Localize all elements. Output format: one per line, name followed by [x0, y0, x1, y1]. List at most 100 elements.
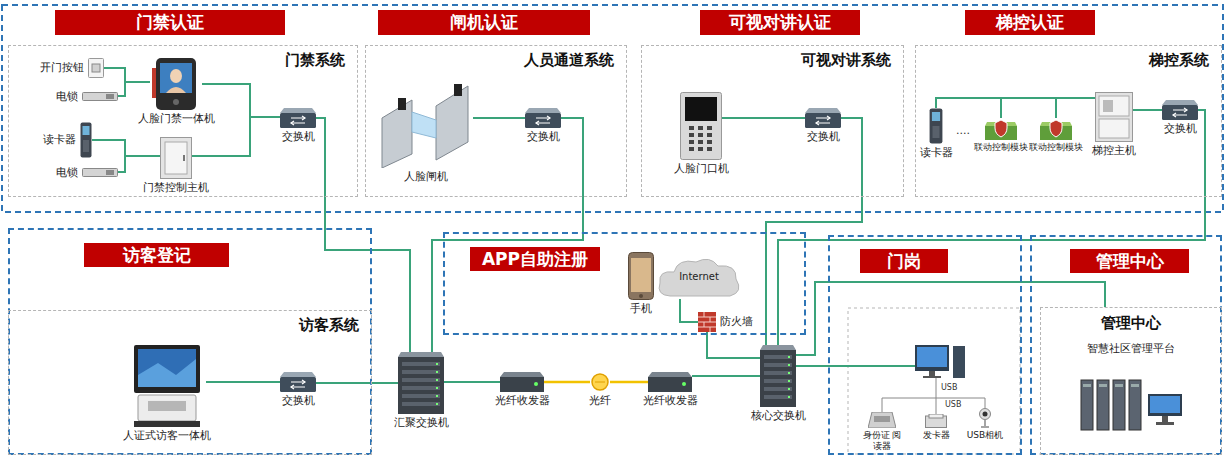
- device-label: 电锁: [56, 90, 78, 103]
- pc-tower: [953, 346, 965, 378]
- lift-icon: [1095, 92, 1133, 142]
- drawing-part: [933, 126, 940, 138]
- reader-icon: [80, 122, 92, 158]
- system-panel: 可视对讲系统人脸门口机交换机: [641, 45, 904, 197]
- drawing-part: [156, 58, 196, 110]
- drawing-part: [1150, 396, 1180, 413]
- system-panel: 门禁系统开门按钮电锁人脸门禁一体机读卡器电锁门禁控制主机交换机: [8, 45, 358, 197]
- drawing-part: [1081, 380, 1093, 430]
- drawing-part: [788, 396, 790, 398]
- banner-text: 门禁认证: [136, 11, 204, 34]
- device-node: 交换机: [805, 108, 841, 128]
- drawing-part: [402, 386, 440, 390]
- drawing-part: [280, 372, 316, 377]
- drawing-part: [1148, 394, 1182, 416]
- drawing-part: [89, 59, 104, 78]
- drawing-part: [764, 395, 792, 399]
- device-label: 光纤收发器: [643, 394, 698, 407]
- network-link: [104, 68, 150, 82]
- drawing-part: [631, 258, 651, 292]
- drawing-part: [160, 63, 192, 93]
- drawing-part: [83, 126, 90, 135]
- drawing-part: [698, 126, 703, 130]
- drawing-part: [682, 382, 686, 386]
- drawing-part: [764, 363, 792, 367]
- drawing-part: [402, 394, 440, 398]
- drawing-part: [707, 126, 712, 130]
- device-label: Internet: [656, 271, 742, 283]
- drawing-part: [698, 312, 716, 332]
- drawing-part: [138, 395, 196, 421]
- drawing-part: [760, 350, 796, 407]
- drawing-part: [436, 86, 468, 160]
- device-node: Internet: [656, 255, 742, 299]
- network-link: [936, 98, 1001, 118]
- drawing-part: [134, 345, 200, 393]
- module-icon: [1040, 118, 1072, 140]
- kiosk-icon: [128, 345, 206, 427]
- drawing-part: [874, 416, 890, 422]
- server-platform-icon: [1076, 370, 1186, 440]
- device-label: 梯控主机: [1092, 144, 1136, 157]
- management-panel: 管理中心智慧社区管理平台: [1040, 307, 1222, 455]
- device-label: 核心交换机: [751, 409, 806, 422]
- device-node: 光纤: [590, 372, 610, 392]
- drawing-part: [183, 155, 185, 161]
- drawing-part: [398, 352, 444, 357]
- drawing-part: [1113, 380, 1125, 430]
- device-label: 光纤: [589, 394, 611, 407]
- drawing-part: [1162, 105, 1198, 120]
- drawing-part: [930, 109, 943, 144]
- pc-base: [923, 376, 941, 378]
- device-node: 联动控制模块: [1040, 118, 1072, 140]
- banner-text: 可视对讲认证: [729, 11, 831, 34]
- drawing-part: [707, 140, 712, 144]
- panel-heading: 人员通道系统: [524, 51, 614, 70]
- device-label: 交换机: [282, 130, 315, 143]
- drawing-part: [698, 147, 703, 151]
- drawing-part: [161, 138, 192, 179]
- drawing-part: [764, 387, 792, 391]
- panel-heading: 管理中心: [1041, 314, 1221, 333]
- drawing-part: [436, 363, 438, 365]
- drawing-part: [83, 169, 118, 177]
- network-link: [118, 156, 160, 172]
- network-link: [796, 282, 1105, 355]
- drawing-part: [436, 379, 438, 381]
- card-icon: [925, 414, 947, 428]
- gate-post-panel: [848, 308, 1020, 454]
- drawing-part: [689, 126, 694, 130]
- network-link: [778, 110, 1205, 345]
- drawing-part: [165, 142, 187, 174]
- device-node: 梯控主机: [1095, 92, 1133, 142]
- drawing-part: [436, 395, 438, 397]
- title-banner: 梯控认证: [965, 10, 1095, 35]
- drawing-part: [981, 420, 989, 427]
- device-node: 读卡器: [80, 122, 92, 158]
- device-node: 读卡器: [929, 108, 943, 144]
- drawing-part: [689, 133, 694, 137]
- drawing-part: [280, 108, 316, 113]
- drawing-part: [1099, 119, 1129, 138]
- drawing-part: [83, 93, 118, 101]
- drawing-part: [148, 401, 186, 411]
- region-banner: 访客登记: [84, 243, 229, 267]
- network-link: [692, 375, 760, 377]
- device-node: 发卡器: [925, 414, 947, 428]
- drawing-part: [980, 409, 991, 420]
- drawing-part: [805, 113, 841, 128]
- network-link: [1133, 109, 1162, 111]
- drawing-part: [1099, 384, 1107, 387]
- device-node: 手机: [628, 252, 654, 300]
- device-label: 汇聚交换机: [394, 416, 449, 429]
- device-label: 身份证 阅读器: [862, 430, 902, 452]
- drawing-part: [382, 100, 412, 168]
- door-icon: [680, 92, 722, 160]
- device-label: 发卡器: [923, 430, 950, 441]
- usb-wire: [882, 378, 985, 414]
- device-node: 人脸门禁一体机: [150, 58, 202, 110]
- network-link: [680, 299, 698, 322]
- device-node: 交换机: [280, 108, 316, 128]
- device-label: 防火墙: [720, 315, 753, 328]
- device-label: 门禁控制主机: [143, 181, 209, 194]
